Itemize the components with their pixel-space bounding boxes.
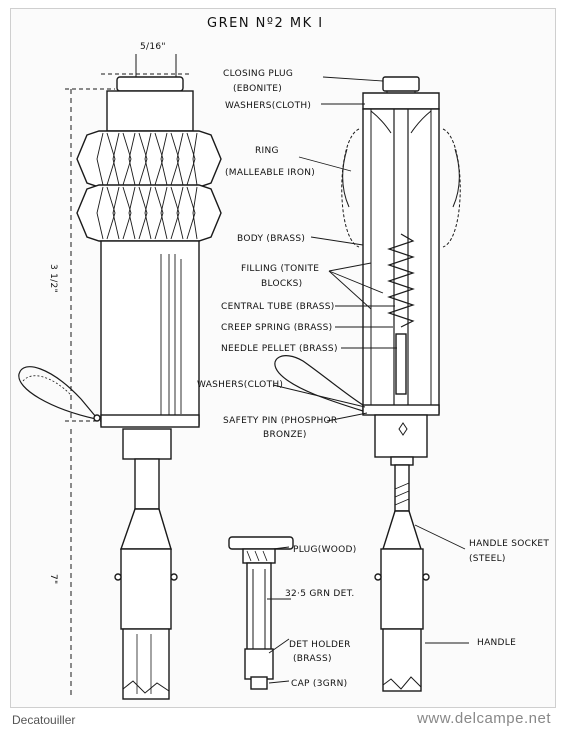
exterior-safety-pin [18, 366, 97, 420]
label-ring-material: (MALLEABLE IRON) [225, 168, 315, 178]
footer-bar: Decatouiller www.delcampe.net [0, 710, 565, 730]
exterior-closing-plug [116, 76, 184, 92]
label-det-holder-1: DET HOLDER [289, 640, 351, 650]
label-cap: CAP (3GRN) [291, 679, 347, 689]
label-safety-pin-2: BRONZE) [263, 430, 307, 440]
label-washers-bottom: WASHERS(CLOTH) [197, 380, 283, 390]
exterior-ring-lower [76, 184, 222, 242]
dim-body-length: 3 1/2" [48, 264, 58, 293]
section-creep-spring [387, 233, 415, 328]
seller-name: Decatouiller [12, 713, 76, 727]
leader-lines [267, 76, 469, 684]
label-detonator: 32·5 GRN DET. [285, 589, 355, 599]
label-safety-pin-1: SAFETY PIN (PHOSPHOR [223, 416, 337, 426]
watermark-url: www.delcampe.net [417, 710, 551, 727]
diagram-labels: GREN Nº2 MK I 5/16" 3 1/2" 7" CLOSING PL… [48, 16, 549, 689]
grenade-diagram: GREN Nº2 MK I 5/16" 3 1/2" 7" CLOSING PL… [18, 16, 549, 700]
section-ring [341, 128, 360, 248]
label-closing-plug: CLOSING PLUG [223, 69, 293, 79]
dim-top-width: 5/16" [140, 42, 166, 52]
label-det-holder-2: (BRASS) [293, 654, 332, 664]
dim-handle-length: 7" [48, 574, 58, 584]
diagram-title: GREN Nº2 MK I [207, 16, 324, 31]
section-closing-plug [382, 76, 420, 92]
diagram-sheet: GREN Nº2 MK I 5/16" 3 1/2" 7" CLOSING PL… [10, 8, 556, 708]
label-plug-wood: PLUG(WOOD) [293, 545, 357, 555]
label-handle-socket-2: (STEEL) [469, 554, 506, 564]
exterior-view [18, 54, 222, 700]
label-handle: HANDLE [477, 638, 516, 648]
exterior-handle-socket [120, 508, 172, 550]
label-handle-socket-1: HANDLE SOCKET [469, 539, 549, 549]
label-body: BODY (BRASS) [237, 234, 305, 244]
label-creep-spring: CREEP SPRING (BRASS) [221, 323, 332, 333]
exterior-ring-upper [76, 130, 222, 188]
label-ring: RING [255, 146, 279, 156]
label-central-tube: CENTRAL TUBE (BRASS) [221, 302, 335, 312]
section-handle-socket [382, 510, 422, 550]
label-filling-2: BLOCKS) [261, 279, 302, 289]
detonator-cap [250, 676, 268, 690]
exterior-body [100, 240, 200, 426]
label-needle-pellet: NEEDLE PELLET (BRASS) [221, 344, 338, 354]
label-filling-1: FILLING (TONITE [241, 264, 319, 274]
label-closing-plug-material: (EBONITE) [233, 84, 282, 94]
exterior-handle [120, 548, 172, 630]
section-safety-pin [274, 355, 364, 412]
section-needle-pellet [395, 333, 407, 395]
detonator-view [228, 536, 294, 690]
section-handle [380, 548, 424, 630]
detonator-holder [244, 648, 274, 680]
label-washers-top: WASHERS(CLOTH) [225, 101, 311, 111]
detonator-plug [228, 536, 294, 550]
section-view [274, 76, 461, 692]
